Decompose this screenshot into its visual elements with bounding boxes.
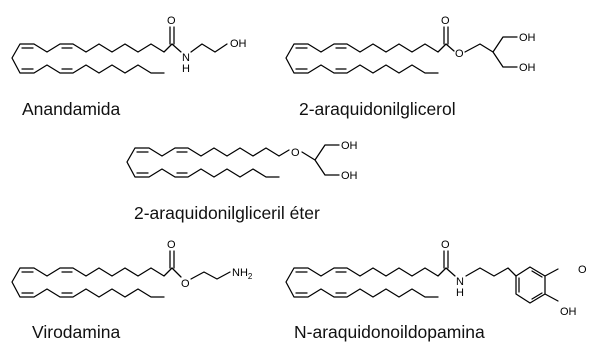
amide-nitrogen: N [182, 52, 190, 64]
hydroxyl-bottom: OH [519, 62, 536, 74]
amide-hydrogen: H [456, 287, 464, 299]
molecule-2-araquidonilgliceril-eter: O OH OH [126, 140, 358, 182]
hydroxyl-meta: OH [560, 306, 577, 318]
molecule-virodamina: O O NH2 [11, 239, 253, 298]
catechol-ring [515, 266, 559, 304]
carbonyl-bond [169, 250, 175, 269]
ester-oxygen: O [455, 48, 464, 60]
arachidonoyl-chain [285, 43, 447, 74]
hydroxyl-para: O [578, 264, 587, 276]
amine-group: NH2 [232, 267, 253, 281]
ester-oxygen: O [181, 278, 190, 290]
amide-bonds [171, 43, 228, 53]
glycerol-bonds [445, 36, 518, 68]
arachidonoyl-chain [11, 267, 173, 298]
carbonyl-oxygen: O [441, 15, 450, 27]
amide-nitrogen: N [456, 276, 464, 288]
amide-hydrogen: H [182, 63, 190, 75]
label-anandamida: Anandamida [22, 99, 121, 119]
arachidonyl-chain [126, 147, 290, 178]
label-n-araquidonoildopamina: N-araquidonoildopamina [294, 322, 485, 342]
carbonyl-oxygen: O [167, 239, 176, 251]
amide-linker-bonds [445, 267, 517, 277]
arachidonoyl-chain [285, 267, 447, 298]
label-2-araquidonilglicerol: 2-araquidonilglicerol [299, 99, 456, 119]
molecule-anandamida: O N H OH [11, 15, 247, 75]
hydroxyl-bottom: OH [341, 170, 358, 182]
label-virodamina: Virodamina [32, 322, 121, 342]
hydroxyl-group: OH [230, 38, 247, 50]
molecule-2-araquidonilglicerol: O O OH OH [285, 15, 536, 74]
arachidonoyl-chain [11, 43, 173, 74]
label-2-araquidonilgliceril-eter: 2-araquidonilgliceril éter [134, 203, 320, 223]
ether-oxygen: O [291, 147, 300, 159]
hydroxyl-top: OH [341, 140, 358, 152]
ester-amine-bonds [171, 267, 231, 280]
carbonyl-bond [443, 26, 449, 45]
carbonyl-oxygen: O [441, 239, 450, 251]
carbonyl-oxygen: O [167, 15, 176, 27]
glycerol-ether-bonds [301, 144, 340, 176]
hydroxyl-top: OH [519, 32, 536, 44]
molecule-n-araquidonoildopamina: N H O O OH [285, 239, 587, 318]
carbonyl-bond [443, 250, 449, 269]
carbonyl-bond [169, 26, 175, 45]
